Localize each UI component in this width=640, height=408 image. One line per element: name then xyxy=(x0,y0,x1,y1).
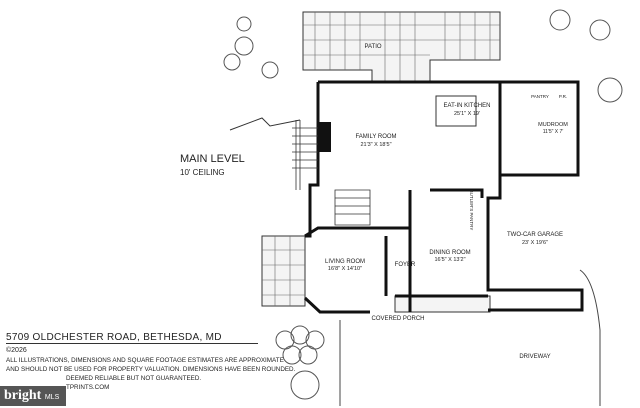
room-label-driveway: DRIVEWAY xyxy=(519,354,550,360)
room-label-living: LIVING ROOM xyxy=(325,259,365,265)
disclaimer-line: TPRINTS.COM xyxy=(66,384,110,391)
room-label-patio: PATIO xyxy=(364,44,381,50)
deck-line xyxy=(229,117,301,131)
disclaimer-line: ALL ILLUSTRATIONS, DIMENSIONS AND SQUARE… xyxy=(6,357,284,364)
patio-stone xyxy=(261,11,501,313)
level-title: MAIN LEVEL xyxy=(180,153,245,165)
room-label-covered-porch: COVERED PORCH xyxy=(371,316,424,322)
driveway-edge xyxy=(339,269,601,406)
room-label-foyer: FOYER xyxy=(395,262,416,268)
trees xyxy=(223,9,623,400)
room-label-family: FAMILY ROOM xyxy=(355,134,396,140)
room-dims-living: 16'8" X 14'10" xyxy=(328,266,362,272)
kitchen-island xyxy=(435,95,477,127)
stairs xyxy=(292,120,318,190)
watermark-brand: bright xyxy=(4,388,42,403)
room-label-dining: DINING ROOM xyxy=(429,250,470,256)
room-dims-mudroom: 11'5" X 7' xyxy=(543,129,564,135)
room-label-mudroom: MUDROOM xyxy=(538,122,568,128)
disclaimer-line: DEEMED RELIABLE BUT NOT GUARANTEED. xyxy=(66,375,202,382)
room-dims-kitchen: 25'1" X 19' xyxy=(454,111,480,117)
disclaimer-line: AND SHOULD NOT BE USED FOR PROPERTY VALU… xyxy=(6,366,296,373)
room-dims-dining: 16'5" X 13'2" xyxy=(434,257,465,263)
watermark-suffix: MLS xyxy=(44,394,60,401)
walls xyxy=(303,80,584,314)
room-label-pr: P.R. xyxy=(559,94,567,99)
room-dims-family: 21'3" X 18'5" xyxy=(360,142,391,148)
stone-pattern xyxy=(262,12,500,306)
room-label-kitchen: EAT-IN KITCHEN xyxy=(444,103,491,109)
room-label-pantry: PANTRY xyxy=(531,94,549,99)
bright-mls-watermark: bright MLS xyxy=(0,386,66,406)
ceiling-height: 10' CEILING xyxy=(180,168,225,177)
fireplace xyxy=(317,122,331,152)
room-dims-garage: 23' X 19'6" xyxy=(522,240,548,246)
stairs-interior xyxy=(334,189,371,226)
copyright: ©2026 xyxy=(6,347,27,354)
property-address: 5709 OLDCHESTER ROAD, BETHESDA, MD xyxy=(6,332,258,344)
room-label-butlers-pantry: BUTLER'S PANTRY xyxy=(469,190,474,231)
room-label-garage: TWO-CAR GARAGE xyxy=(507,232,563,238)
